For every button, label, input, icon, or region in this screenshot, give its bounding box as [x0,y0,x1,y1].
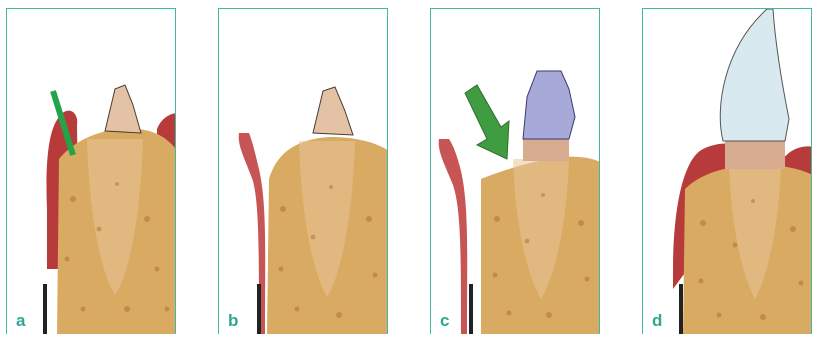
panel-label-d: d [649,311,665,331]
panel-c: c [430,8,600,334]
panel-d-illustration [643,9,812,334]
tooth-crown-preparation [105,85,141,133]
panel-label-a: a [13,311,28,331]
panel-label-b: b [225,311,241,331]
tooth-crown-preparation [313,87,353,135]
panel-b: b [218,8,388,334]
panel-b-illustration [219,9,388,334]
panel-a-illustration [7,9,176,334]
gingival-flap [439,139,468,334]
gingival-flap [239,133,266,334]
tooth-core [725,139,785,169]
pressure-arrow [465,85,509,159]
final-crown [720,9,789,141]
temporary-crown [523,71,575,139]
panel-a: a [6,8,176,334]
tooth-core [523,137,569,161]
panel-label-c: c [437,311,452,331]
panel-d: d [642,8,812,334]
panel-c-illustration [431,9,600,334]
